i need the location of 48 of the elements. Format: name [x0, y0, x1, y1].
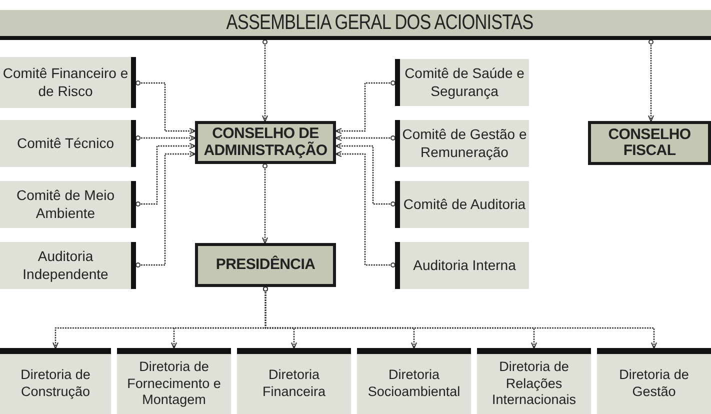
committee-box: [395, 242, 529, 289]
box-label: Auditoria Independente: [22, 248, 110, 283]
directorate-box: [477, 348, 591, 414]
committee-box: [0, 181, 136, 228]
board-box: [588, 121, 711, 165]
box-label: Diretoria Financeira: [261, 367, 327, 401]
committee-box: [395, 120, 529, 167]
box-label: Diretoria de Construção: [20, 367, 92, 401]
board-box: [195, 121, 336, 164]
committee-box: [395, 181, 529, 228]
directorate-box: [597, 348, 711, 414]
connector-arrow: [263, 286, 657, 349]
box-label: Comitê de Gestão e Remuneração: [401, 126, 528, 161]
connector-arrow: [136, 80, 196, 134]
title-banner: [0, 10, 711, 40]
box-label: Auditoria Interna: [413, 256, 516, 274]
box-label: Comitê de Saúde e Segurança: [404, 65, 526, 100]
committee-box: [395, 59, 529, 106]
box-label: Diretoria de Relações Internacionais: [490, 358, 578, 410]
box-label: Comitê de Auditoria: [403, 196, 526, 214]
committee-box: [0, 120, 136, 167]
connector-arrow: [262, 164, 268, 244]
directorate-box: [237, 348, 351, 414]
directorate-box: [0, 348, 111, 414]
directorate-box: [357, 348, 471, 414]
box-label: Diretoria de Fornecimento e Montagem: [126, 358, 222, 410]
board-box: [195, 243, 336, 287]
box-label: Diretoria de Gestão: [618, 367, 690, 401]
box-label: Comitê de Meio Ambiente: [15, 187, 116, 222]
box-label: Diretoria Socioambiental: [366, 367, 462, 401]
connector-arrow: [136, 135, 196, 141]
connector-arrow: [335, 80, 396, 134]
committee-box: [0, 57, 136, 108]
directorate-box: [117, 348, 231, 414]
connector-arrow: [335, 151, 396, 268]
connector-arrow: [262, 40, 268, 122]
connector-arrow: [648, 40, 654, 122]
box-label: PRESIDÊNCIA: [216, 256, 316, 274]
box-label: CONSELHO FISCAL: [607, 126, 692, 160]
connector-arrow: [136, 143, 196, 206]
connector-arrow: [136, 151, 196, 268]
committee-box: [0, 242, 136, 289]
connector-arrow: [335, 135, 396, 141]
title: ASSEMBLEIA GERAL DOS ACIONISTAS: [225, 10, 534, 36]
box-label: Comitê Técnico: [16, 134, 114, 152]
connector-arrow: [335, 143, 396, 206]
box-label: CONSELHO DE ADMINISTRAÇÃO: [202, 126, 328, 159]
box-label: Comitê Financeiro e de Risco: [2, 65, 130, 100]
